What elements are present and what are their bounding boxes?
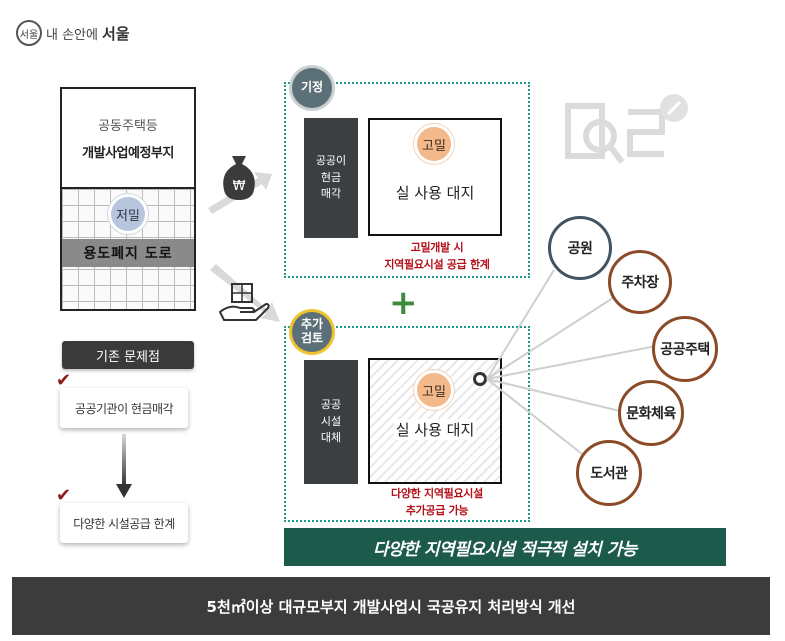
review-note: 다양한 지역필요시설 추가공급 가능	[391, 487, 483, 517]
brand-logo: 서울 내 손안에 서울	[16, 20, 130, 46]
review-method-frame	[284, 326, 530, 522]
high-density-badge: 고밀	[414, 370, 454, 410]
money-bag-arrow: ₩	[208, 156, 272, 214]
logo-prefix: 내 손안에	[46, 27, 98, 43]
development-site-block: 공동주택등 개발사업예정부지 용도폐지 도로	[60, 87, 196, 311]
problem-item: 공공기관이 현금매각	[60, 388, 188, 428]
facility-culture-sports: 문화체육	[618, 380, 684, 446]
site-name-label: 개발사업예정부지	[82, 146, 174, 161]
slogan-banner: 다양한 지역필요시설 적극적 설치 가능	[284, 528, 726, 566]
facility-park: 공원	[548, 216, 612, 280]
down-arrow-icon	[116, 434, 132, 498]
site-title-area: 공동주택등 개발사업예정부지	[62, 89, 194, 189]
site-type-label: 공동주택등	[98, 119, 158, 134]
footer-caption: 5천㎡이상 대규모부지 개발사업시 국공유지 처리방식 개선	[12, 577, 770, 635]
plus-icon: +	[389, 283, 418, 323]
logo-city: 서울	[101, 24, 130, 43]
facility-public-housing: 공공주택	[652, 316, 718, 382]
facility-parking: 주차장	[608, 250, 672, 314]
check-icon: ✔	[56, 370, 72, 391]
document-watermark-icon	[565, 94, 688, 164]
lot-label: 실 사용 대지	[395, 183, 475, 202]
money-bag-icon	[223, 156, 255, 200]
existing-tag: 기정	[292, 68, 332, 108]
abolished-road-band: 용도폐지 도로	[62, 239, 194, 267]
cash-sale-column: 공공이 현금 매각	[304, 118, 358, 238]
hand-icon	[218, 302, 270, 321]
existing-problems-heading: 기존 문제점	[62, 341, 194, 369]
existing-method-frame	[284, 82, 530, 278]
facility-library: 도서관	[576, 440, 642, 506]
public-facility-column: 공공 시설 대체	[304, 360, 358, 484]
problem-item: 다양한 시설공급 한계	[60, 503, 188, 543]
hand-offer-arrow	[210, 264, 280, 322]
check-icon: ✔	[56, 485, 72, 506]
seoul-logo-mark: 서울	[16, 20, 42, 46]
connection-node	[473, 372, 487, 386]
low-density-badge: 저밀	[108, 194, 148, 234]
existing-note: 고밀개발 시 지역필요시설 공급 한계	[384, 241, 490, 271]
lot-label: 실 사용 대지	[393, 418, 477, 440]
high-density-badge: 고밀	[414, 124, 454, 164]
svg-text:₩: ₩	[233, 179, 246, 194]
